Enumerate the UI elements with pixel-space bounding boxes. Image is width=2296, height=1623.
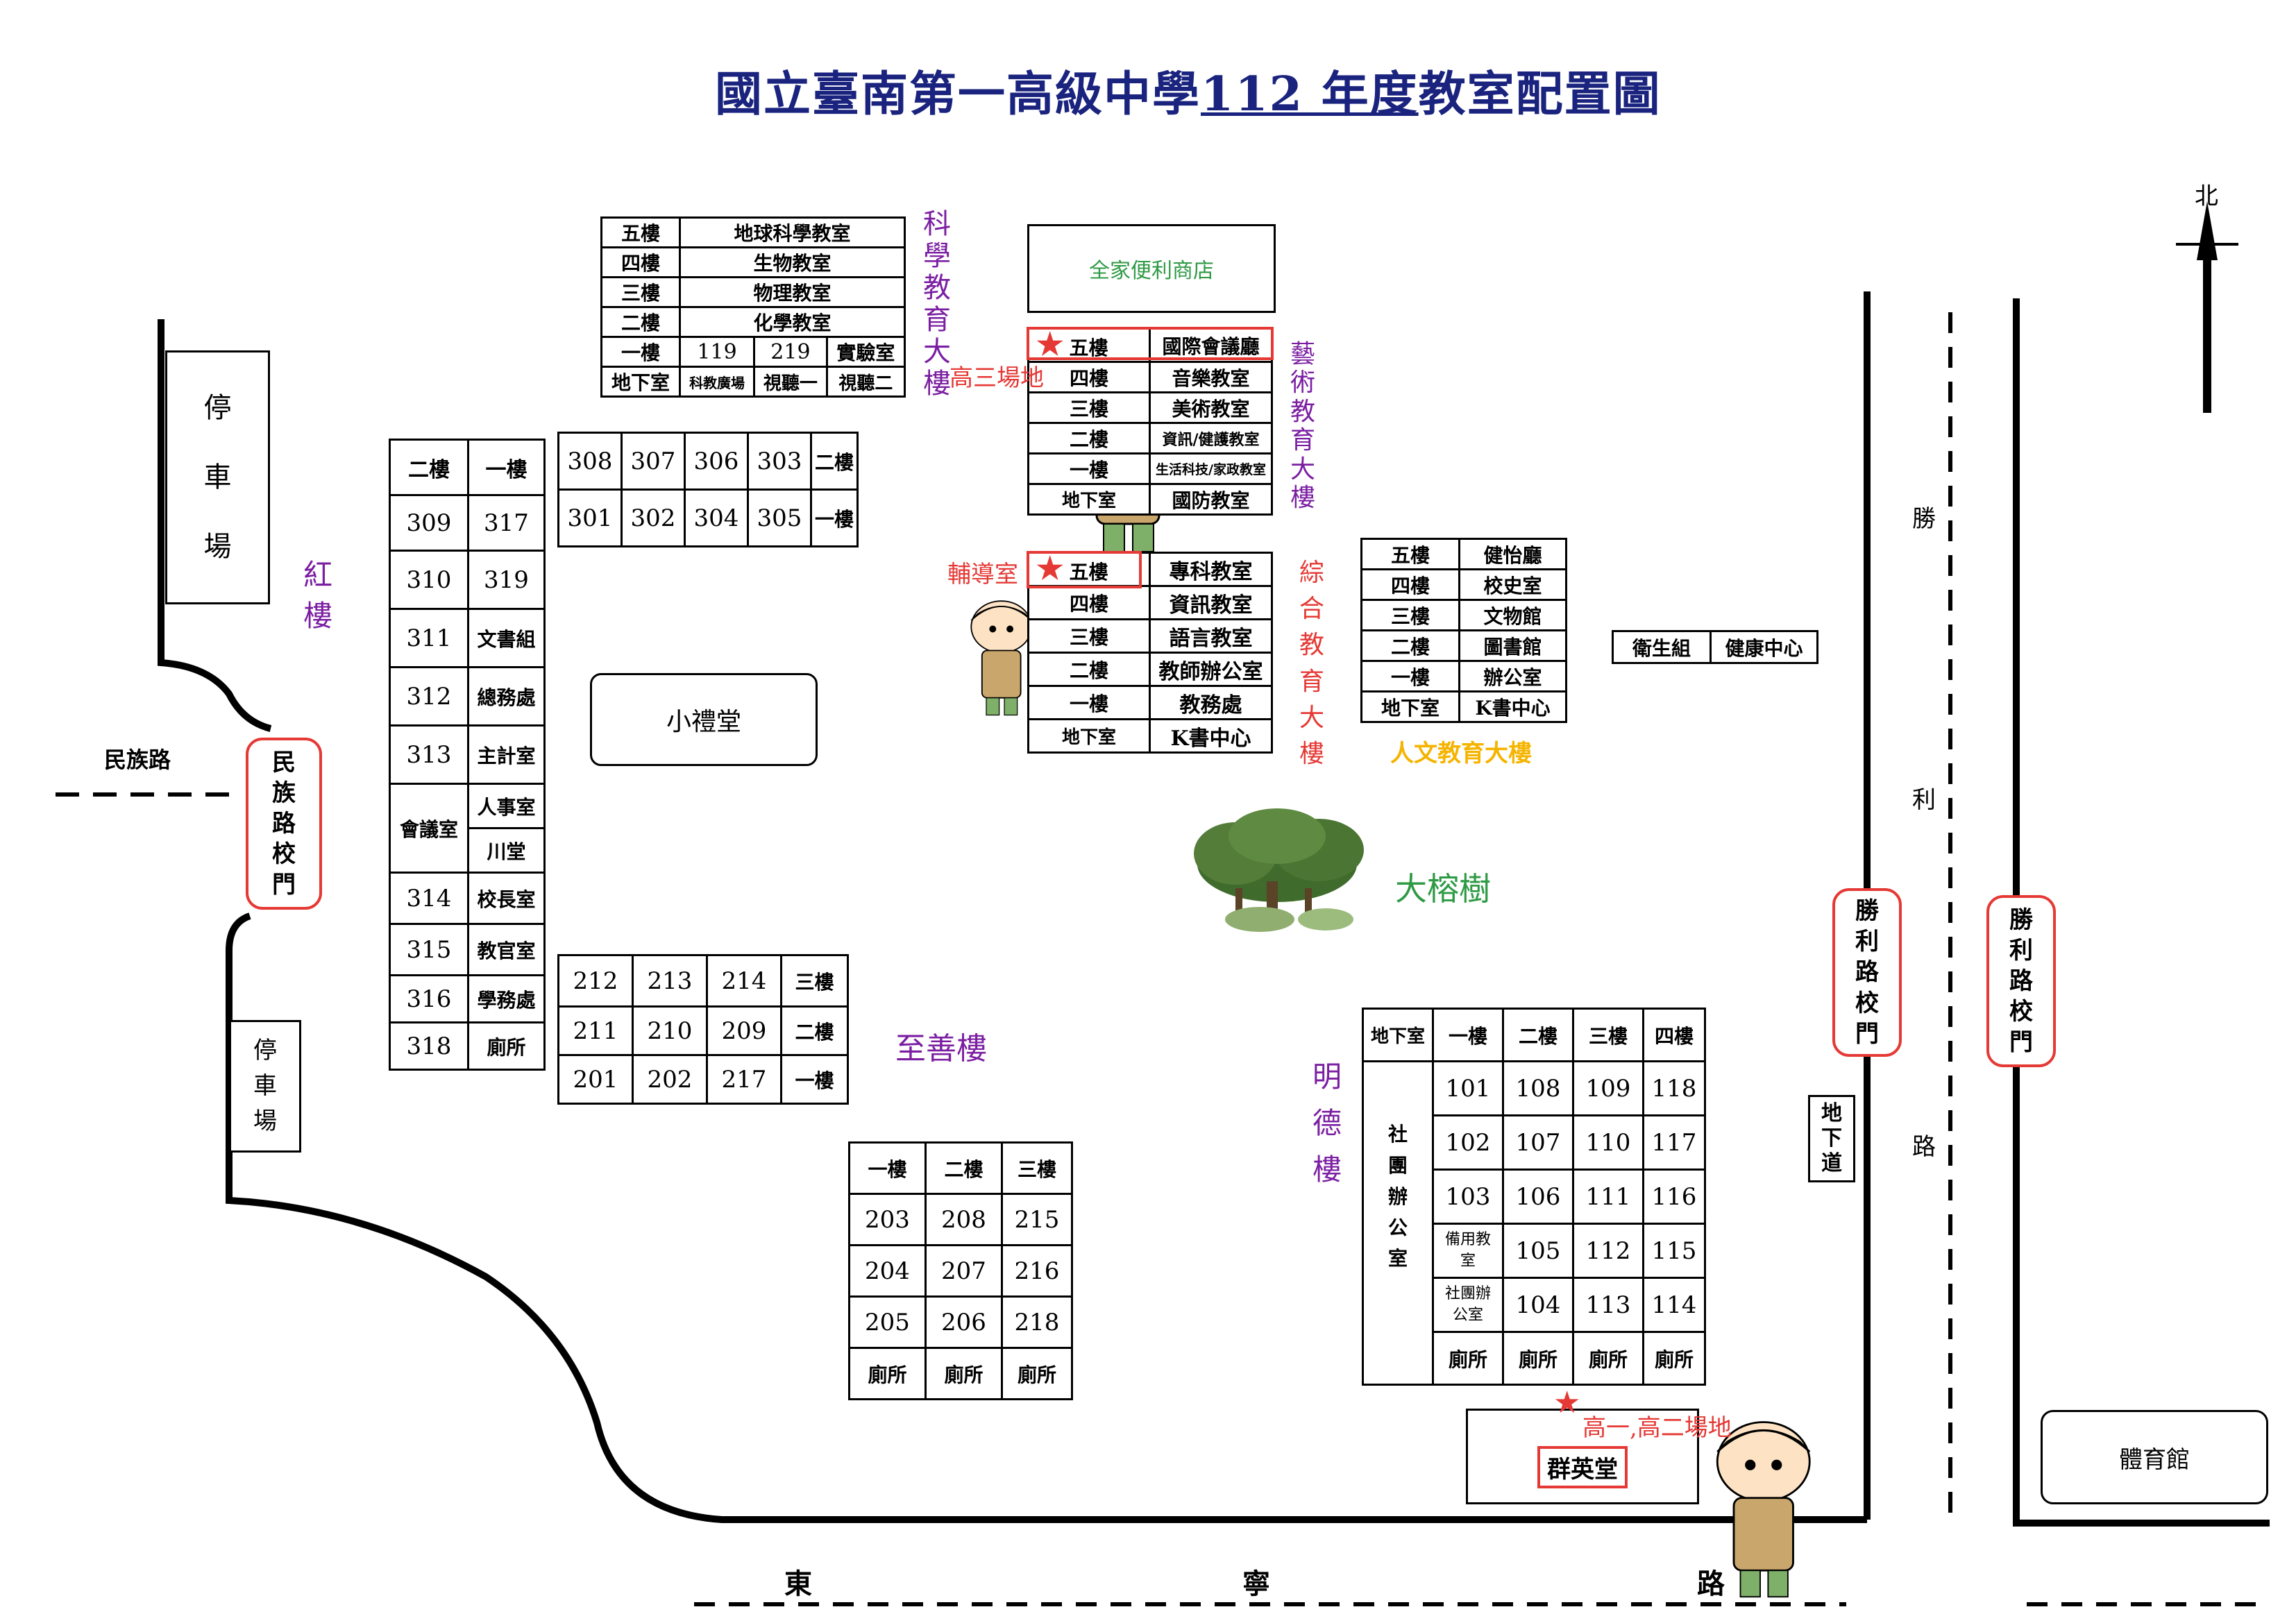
arts-annotation: 高三場地 [949, 364, 1044, 392]
mascot-icon [970, 600, 1033, 716]
page-title: 國立臺南第一高級中學112 年度教室配置圖 [715, 67, 1662, 122]
minzu-road-label: 民族路 [104, 747, 171, 773]
mascot-icon [1716, 1421, 1811, 1598]
shengli-road-char-2: 利 [1912, 786, 1936, 814]
zhishan-building-label: 至善樓 [895, 1031, 987, 1067]
shengli-gate-inner: 勝利路校門 [1832, 888, 1902, 1057]
star-icon: ★ [1036, 327, 1064, 362]
campus-boundary-southwest [226, 912, 1867, 1523]
star-icon: ★ [1036, 551, 1064, 586]
underpass: 地下道 [1808, 1095, 1855, 1182]
dongning-road-char-2: 寧 [1242, 1567, 1270, 1600]
mingde-building-label: 明德樓 [1312, 1060, 1342, 1187]
minzu-gate: 民族路校門 [246, 738, 322, 910]
parking-lot-north: 停車場 [165, 350, 270, 604]
campus-boundary-west [158, 319, 272, 732]
banyan-tree-icon [1194, 808, 1364, 932]
shengli-road-east [2013, 298, 2270, 1527]
health-center-table: 衛生組健康中心 [1612, 630, 1818, 664]
familymart: 全家便利商店 [1027, 224, 1276, 313]
qunying-annotation: 高一,高二場地 [1582, 1414, 1732, 1442]
shengli-road-char-1: 勝 [1912, 505, 1936, 533]
shengli-gate-outer: 勝利路校門 [1986, 895, 2056, 1067]
comprehensive-annotation: 輔導室 [947, 561, 1018, 588]
arts-highlight [1027, 327, 1274, 360]
north-label: 北 [2195, 182, 2218, 210]
dongning-road-char-1: 東 [784, 1567, 812, 1600]
comprehensive-building-label: 綜合教育大樓 [1299, 559, 1324, 768]
banyan-label: 大榕樹 [1395, 870, 1491, 908]
gymnasium: 體育館 [2041, 1410, 2268, 1504]
star-icon: ★ [1553, 1385, 1581, 1420]
parking-lot-south: 停車場 [229, 1020, 301, 1153]
qunying-hall: 群英堂 [1466, 1409, 1699, 1504]
shengli-road-char-3: 路 [1912, 1133, 1936, 1161]
comprehensive-highlight [1027, 551, 1142, 588]
humanities-building-label: 人文教育大樓 [1390, 740, 1532, 767]
arts-building-label: 藝術教育大樓 [1290, 340, 1315, 512]
dongning-road-char-3: 路 [1697, 1567, 1725, 1600]
science-building-label: 科學教育大樓 [923, 208, 951, 400]
small-auditorium: 小禮堂 [590, 673, 818, 766]
red-building-label: 紅樓 [303, 558, 332, 633]
